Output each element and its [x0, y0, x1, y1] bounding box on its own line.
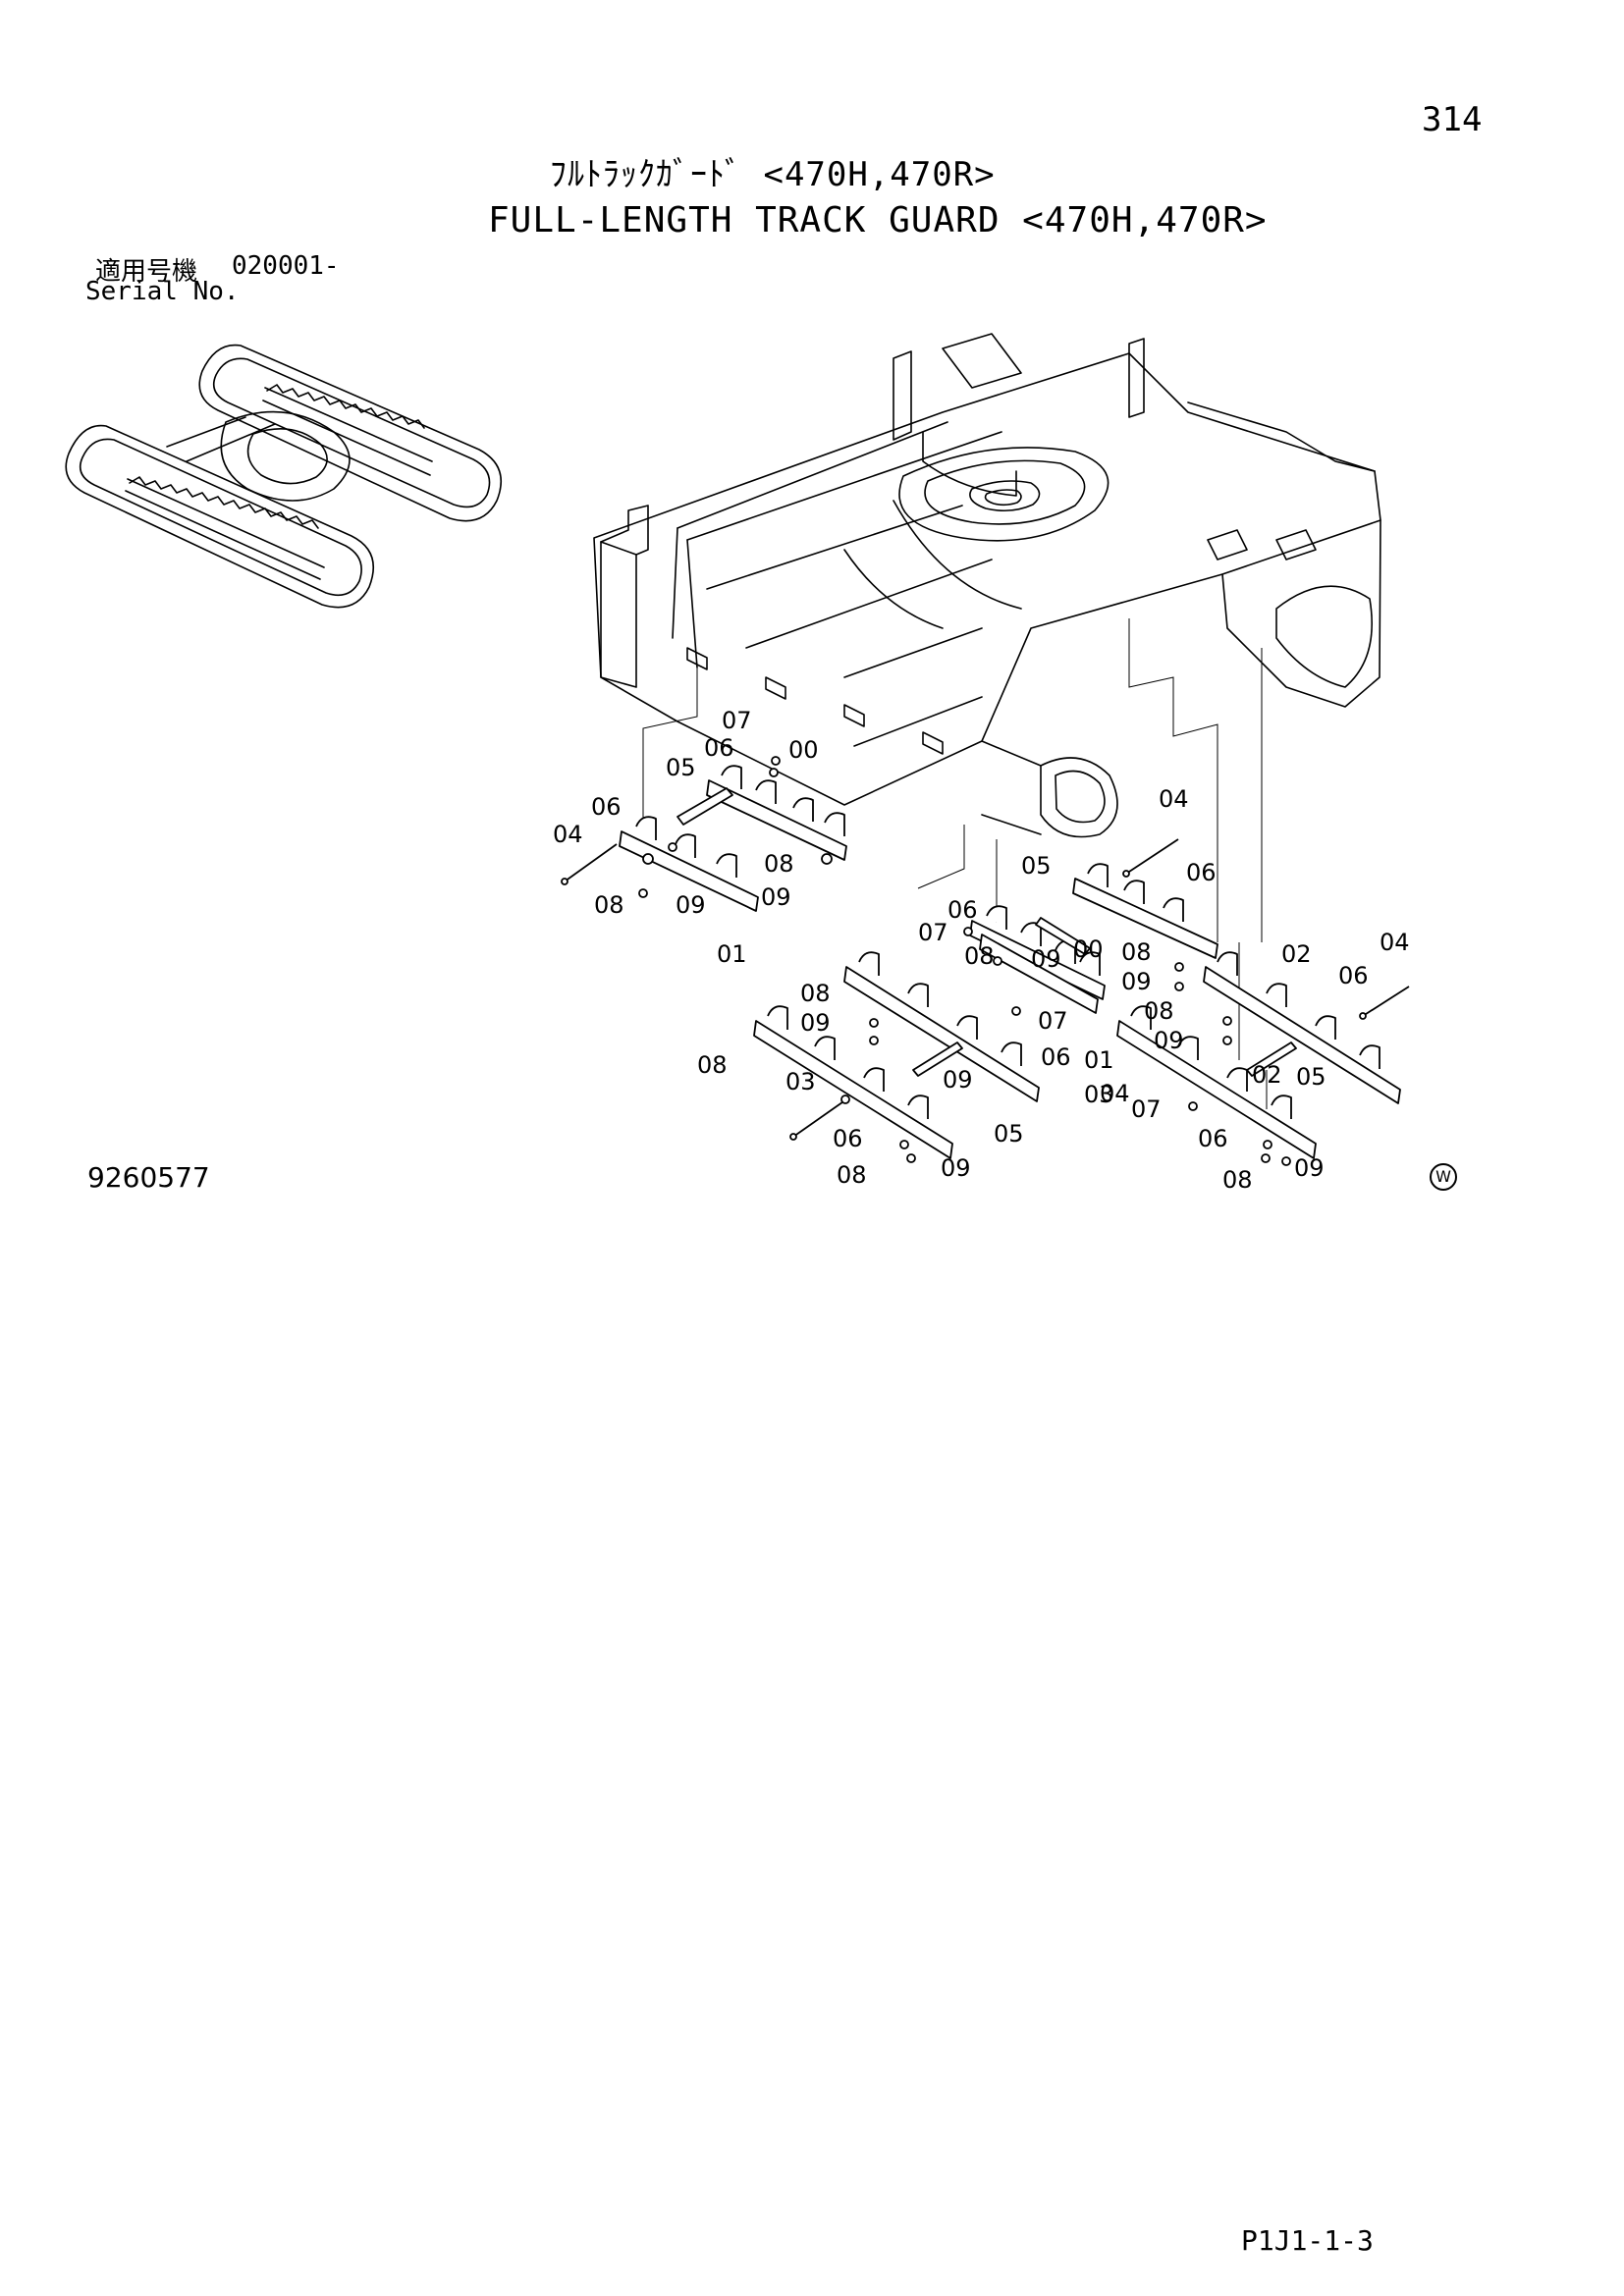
guard-00-upper-left: [706, 779, 847, 861]
page-title-japanese: ﾌﾙﾄﾗｯｸｶﾞｰﾄﾞ <470H,470R>: [550, 155, 996, 194]
guard-01-center: [979, 934, 1099, 1014]
callout-number: 09: [1121, 968, 1152, 995]
guard-03-left: [753, 1020, 953, 1159]
callout-number: 06: [1338, 962, 1369, 989]
callout-number: 09: [1031, 945, 1061, 973]
callout-number: 04: [553, 821, 583, 848]
callout-number: 08: [1121, 938, 1152, 966]
callout-number: 07: [1131, 1095, 1162, 1123]
callout-number: 06: [1041, 1043, 1071, 1071]
undercarriage-frame: [593, 333, 1381, 838]
callout-number: 05: [1021, 852, 1052, 880]
callout-number: 00: [1073, 935, 1104, 963]
callout-number: 03: [785, 1068, 816, 1095]
callout-number: 08: [1144, 997, 1174, 1025]
guard-01-left: [619, 830, 759, 912]
callout-number: 08: [800, 980, 831, 1007]
callout-number: 06: [591, 793, 622, 821]
callout-number: 02: [1281, 940, 1312, 968]
guard-03-right: [1116, 1020, 1317, 1159]
callout-number: 03: [1084, 1081, 1114, 1108]
serial-label-english: Serial No.: [85, 277, 240, 306]
overview-undercarriage-thumbnail: [65, 344, 503, 609]
callout-number: 00: [788, 736, 819, 764]
callout-number: 09: [1294, 1154, 1325, 1182]
serial-value: 020001-: [232, 251, 340, 281]
callout-number: 05: [666, 754, 696, 781]
callout-number: 08: [594, 891, 624, 919]
guard-00-right: [1072, 878, 1218, 959]
callout-number: 09: [941, 1154, 971, 1182]
track-guard-parts: [619, 765, 1401, 1159]
serial-label-japanese: 適用号機: [95, 257, 198, 287]
page-title-english: FULL-LENGTH TRACK GUARD <470H,470R>: [488, 200, 1268, 240]
callout-number: 05: [1296, 1063, 1326, 1091]
callout-number: 04: [1100, 1080, 1130, 1107]
drawing-number: 9260577: [87, 1161, 210, 1194]
callout-number: 06: [947, 896, 978, 924]
callout-number: 05: [994, 1120, 1024, 1148]
callout-number: 08: [964, 942, 995, 970]
callout-number: 01: [1084, 1046, 1114, 1074]
callout-number: 08: [1222, 1166, 1253, 1194]
callout-number: 08: [697, 1051, 728, 1079]
callout-number: 08: [837, 1161, 867, 1189]
guard-02-center: [843, 966, 1040, 1102]
callout-number: 07: [1038, 1007, 1068, 1035]
hardware-parts: [561, 756, 1410, 1166]
callout-number: 09: [800, 1009, 831, 1037]
callout-number: 04: [1159, 785, 1189, 813]
guard-02-right: [1203, 966, 1401, 1104]
callout-number: 06: [704, 734, 734, 762]
callout-number: 09: [943, 1066, 973, 1094]
w-mark-symbol: W: [1430, 1163, 1457, 1191]
callout-number: 04: [1380, 929, 1410, 956]
callout-number: 08: [764, 850, 794, 878]
callout-number: 09: [676, 891, 706, 919]
page-number: 314: [1422, 100, 1483, 139]
callout-number: 06: [1198, 1125, 1228, 1152]
callout-number: 06: [833, 1125, 863, 1152]
callout-number: 01: [717, 940, 747, 968]
callout-number: 09: [761, 883, 791, 911]
callout-number: 06: [1186, 859, 1217, 886]
callout-number: 07: [722, 707, 752, 734]
callout-number: 02: [1252, 1061, 1282, 1089]
callout-number: 07: [918, 919, 948, 946]
callout-number: 09: [1154, 1027, 1184, 1054]
page-code: P1J1-1-3: [1241, 2224, 1374, 2257]
